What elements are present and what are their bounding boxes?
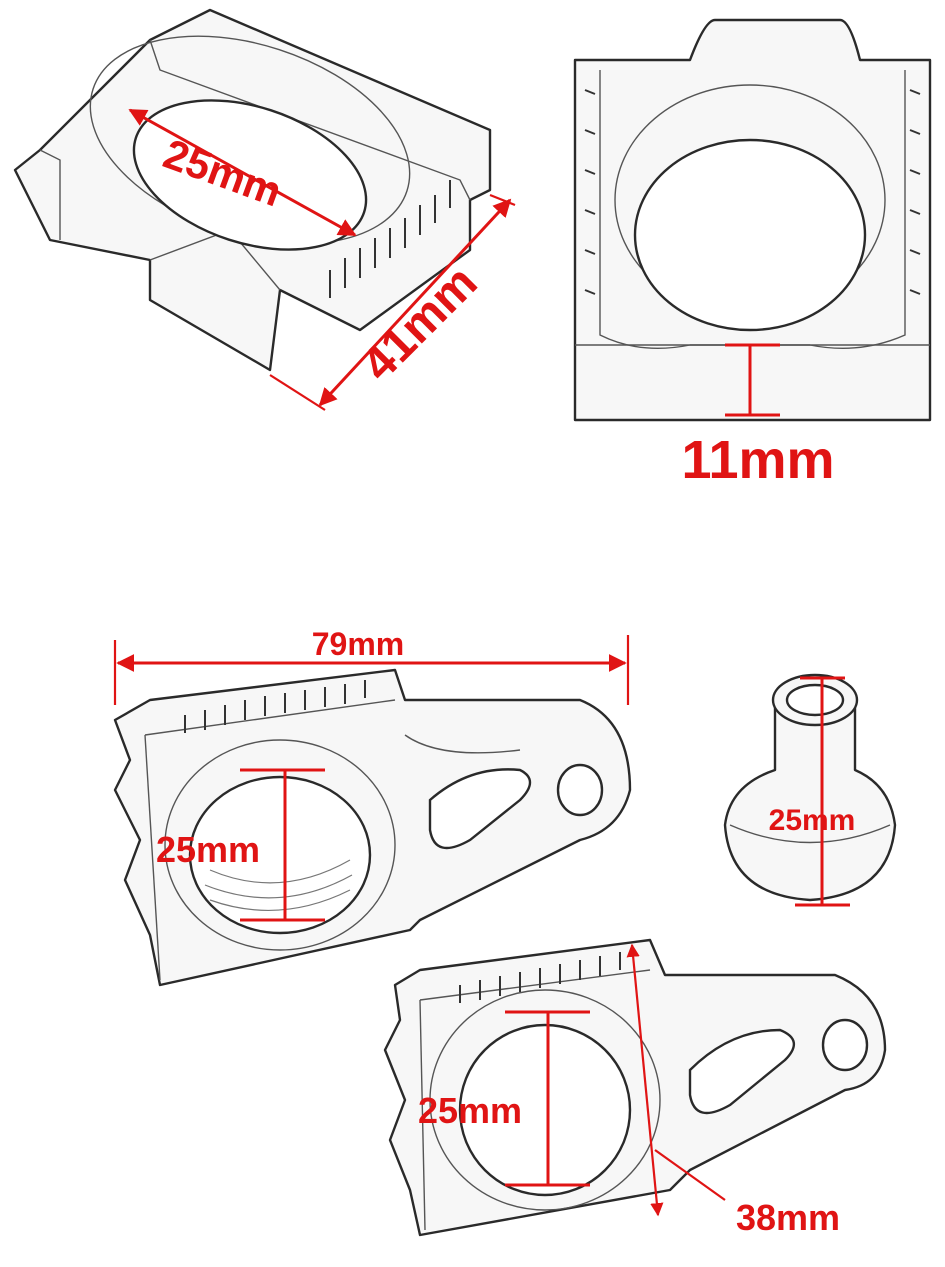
spacer-height-label: 25mm xyxy=(769,804,856,837)
second-plate-height-label: 38mm xyxy=(736,1197,840,1238)
adjuster-length-dimension-line xyxy=(318,198,512,407)
adjuster-lip-label: 11mm xyxy=(681,430,834,490)
swingarm-bore-label: 25mm xyxy=(156,829,260,870)
spacer-bushing: 25mm xyxy=(723,673,897,907)
front-ribs xyxy=(584,89,921,295)
adjuster-block-front: 11mm xyxy=(573,18,932,490)
adjuster-bore-dimension-line xyxy=(128,108,357,237)
adjuster-block-isometric: 25mm 41mm xyxy=(13,8,516,411)
swingarm-length-label: 79mm xyxy=(312,626,405,662)
swingarm-plate: 79mm 25mm xyxy=(113,626,632,987)
second-plate: 25mm 38mm xyxy=(383,938,887,1238)
second-plate-bore-label: 25mm xyxy=(418,1090,522,1131)
swingarm-ribs xyxy=(184,680,366,733)
second-plate-height-dimension-line xyxy=(626,943,664,1217)
second-plate-ribs xyxy=(459,952,621,1003)
swingarm-threads xyxy=(204,859,353,911)
